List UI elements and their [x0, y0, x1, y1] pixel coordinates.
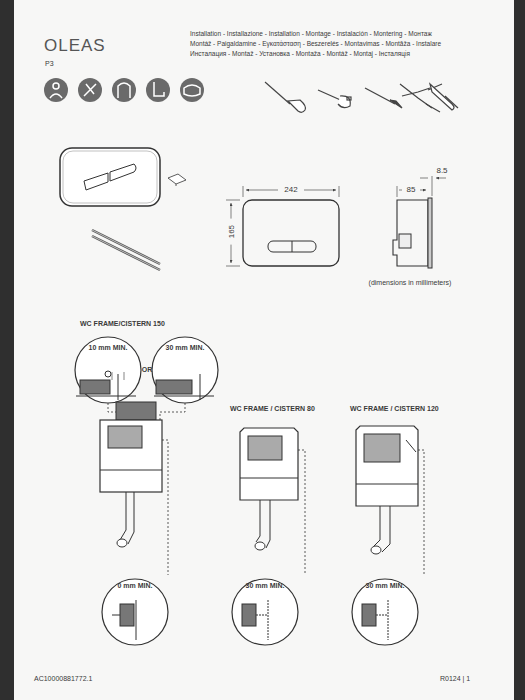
cistern-80 — [240, 428, 305, 575]
section-heading: WC FRAME / CISTERN 80 — [230, 405, 315, 413]
section-heading: WC FRAME/CISTERN 150 — [80, 320, 165, 328]
section-heading: WC FRAME / CISTERN 120 — [350, 405, 439, 413]
detail-circles — [75, 337, 218, 422]
dimension: 165 — [227, 219, 236, 245]
clearance-label: 30 mm MIN. — [165, 344, 205, 352]
flush-plate — [60, 148, 186, 270]
product-title: OLEAS — [44, 36, 106, 56]
clearance-label: 0 mm MIN. — [115, 582, 155, 590]
header-text: Инсталация - Montaž - Установка - Montaž… — [190, 50, 410, 57]
page-number: R0124 | 1 — [440, 675, 470, 683]
document-number: AC10000881772.1 — [34, 675, 92, 683]
dimension: 242 — [278, 185, 304, 194]
bottom-details — [102, 579, 418, 645]
tools — [265, 82, 458, 112]
side-view — [393, 176, 446, 268]
clearance-label: 10 mm MIN. — [88, 344, 128, 352]
cistern-120 — [356, 426, 424, 575]
header-text: Montáž - Paigaldamine - Εγκατάσταση - Be… — [190, 40, 441, 47]
dimension: 85 — [403, 185, 419, 194]
cistern-150 — [100, 402, 168, 575]
dimension: 8.5 — [432, 166, 452, 175]
safety-icons — [44, 78, 204, 102]
front-view — [226, 186, 339, 266]
clearance-label: 30 mm MIN. — [365, 582, 405, 590]
model-code: P3 — [45, 60, 54, 68]
or-label: OR — [139, 366, 155, 374]
clearance-label: 30 mm MIN. — [245, 582, 285, 590]
note: (dimensions in millimeters) — [355, 279, 465, 287]
header-text: Installation - Installazione - Installat… — [190, 30, 432, 37]
paper — [14, 0, 514, 700]
